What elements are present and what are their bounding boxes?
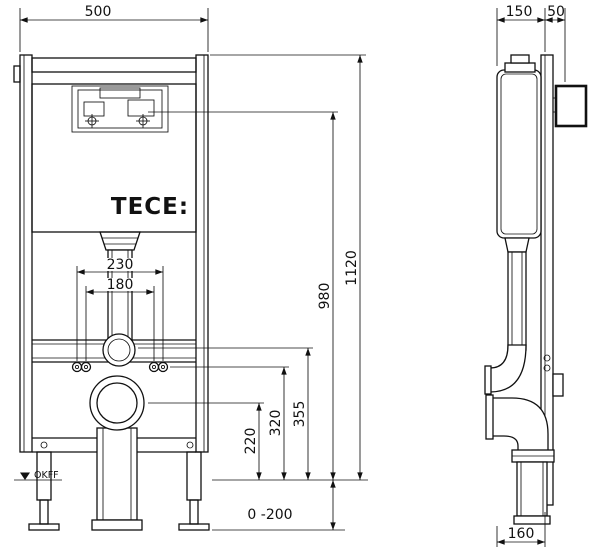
drain-elbow-side: [485, 394, 555, 525]
lower-bracket-side: [543, 354, 564, 397]
dim-label-320: 320: [268, 410, 284, 437]
dim-bolt-spacing-230: 230: [76, 257, 164, 361]
dim-label-150: 150: [506, 4, 533, 20]
wall-bracket: [553, 84, 588, 128]
dim-label-feet-adjust: 0 -200: [247, 507, 292, 523]
dim-depth-150: 150: [496, 4, 546, 66]
dim-frame-width: 500: [19, 4, 209, 52]
dim-label-355: 355: [292, 401, 308, 428]
dim-overall-height: 1120: [210, 54, 366, 480]
flush-pipe-side: [484, 237, 530, 395]
cistern-front: TECE:: [31, 83, 197, 233]
floor-level-marker: OKFF: [14, 470, 62, 481]
dim-bolt-spacing-180: 180: [85, 277, 155, 361]
dim-label-220: 220: [243, 428, 259, 455]
floor-level-label: OKFF: [34, 470, 59, 481]
brand-logo: TECE:: [111, 194, 189, 220]
flush-bend-fitting: [102, 333, 136, 367]
drain-socket-circle: [89, 375, 145, 431]
dim-outlet-depth: 160: [496, 512, 546, 547]
cistern-side: [496, 54, 542, 239]
dim-drain-height: 220: [148, 402, 264, 480]
dim-label-980: 980: [317, 283, 333, 310]
dim-bolt-height: 320: [170, 366, 289, 480]
dim-flush-height: 980: [148, 111, 338, 480]
dim-fitting-height: 355: [138, 347, 313, 480]
front-view: TECE:: [13, 4, 368, 531]
dim-label-50: 50: [547, 4, 565, 20]
dim-label-width: 500: [85, 4, 112, 20]
floor-level-triangle-icon: [20, 472, 30, 480]
dim-label-160: 160: [508, 526, 535, 542]
side-view: 150 50 160: [484, 4, 588, 547]
drain-outlet-front: [89, 375, 145, 531]
frame-front: [13, 54, 209, 453]
dim-label-180: 180: [107, 277, 134, 293]
dim-label-230: 230: [107, 257, 134, 273]
dim-label-1120: 1120: [344, 250, 360, 286]
fixing-bolt-holes: [71, 361, 169, 373]
dim-depth-50: 50: [545, 4, 566, 82]
legs-front: [28, 451, 210, 531]
dim-feet-adjust: 0 -200: [212, 479, 368, 531]
